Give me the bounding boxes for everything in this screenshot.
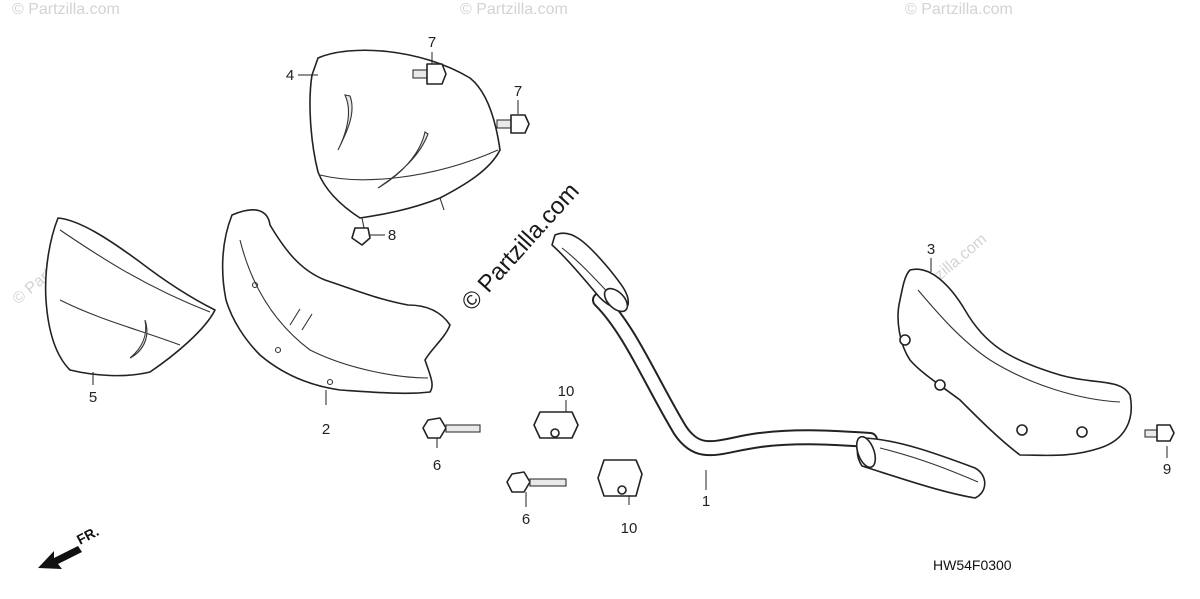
callout-part-3: 3 — [927, 241, 935, 258]
front-arrow-icon — [38, 546, 82, 569]
part-3-bracket — [897, 268, 1132, 457]
watermark-top-right: © Partzilla.com — [905, 1, 1013, 18]
part-2-lower-cover — [221, 209, 451, 395]
part-8-clip — [351, 227, 371, 246]
callout-part-6-lower: 6 — [522, 511, 530, 528]
callout-part-10-upper: 10 — [558, 383, 575, 400]
holder-assembly-lower — [506, 459, 643, 497]
callout-part-10-lower: 10 — [621, 520, 638, 537]
part-1-handlebar — [551, 232, 986, 499]
callout-part-8: 8 — [388, 227, 396, 244]
callout-part-4: 4 — [286, 67, 294, 84]
callout-part-9: 9 — [1163, 461, 1171, 478]
callout-leaders — [92, 52, 1168, 507]
callout-part-1: 1 — [702, 493, 710, 510]
part-9-bolt — [1144, 424, 1175, 442]
diagram-code: HW54F0300 — [933, 557, 1012, 573]
callout-part-5: 5 — [89, 389, 97, 406]
callout-part-7-lower: 7 — [514, 83, 522, 100]
part-7-bolts — [412, 63, 530, 134]
part-4-upper-cover — [309, 49, 501, 229]
watermark-top-center: © Partzilla.com — [460, 1, 568, 18]
holder-assembly-upper — [422, 411, 579, 439]
watermark-top-left: © Partzilla.com — [12, 1, 120, 18]
part-5-side-cover — [44, 217, 216, 377]
callout-part-2: 2 — [322, 421, 330, 438]
callout-labels: 1 2 3 4 5 6 6 7 7 8 9 10 10 — [89, 34, 1171, 537]
callout-part-7-upper: 7 — [428, 34, 436, 51]
front-direction-indicator: FR. — [38, 523, 101, 569]
callout-part-6-upper: 6 — [433, 457, 441, 474]
direction-label: FR. — [74, 523, 101, 548]
